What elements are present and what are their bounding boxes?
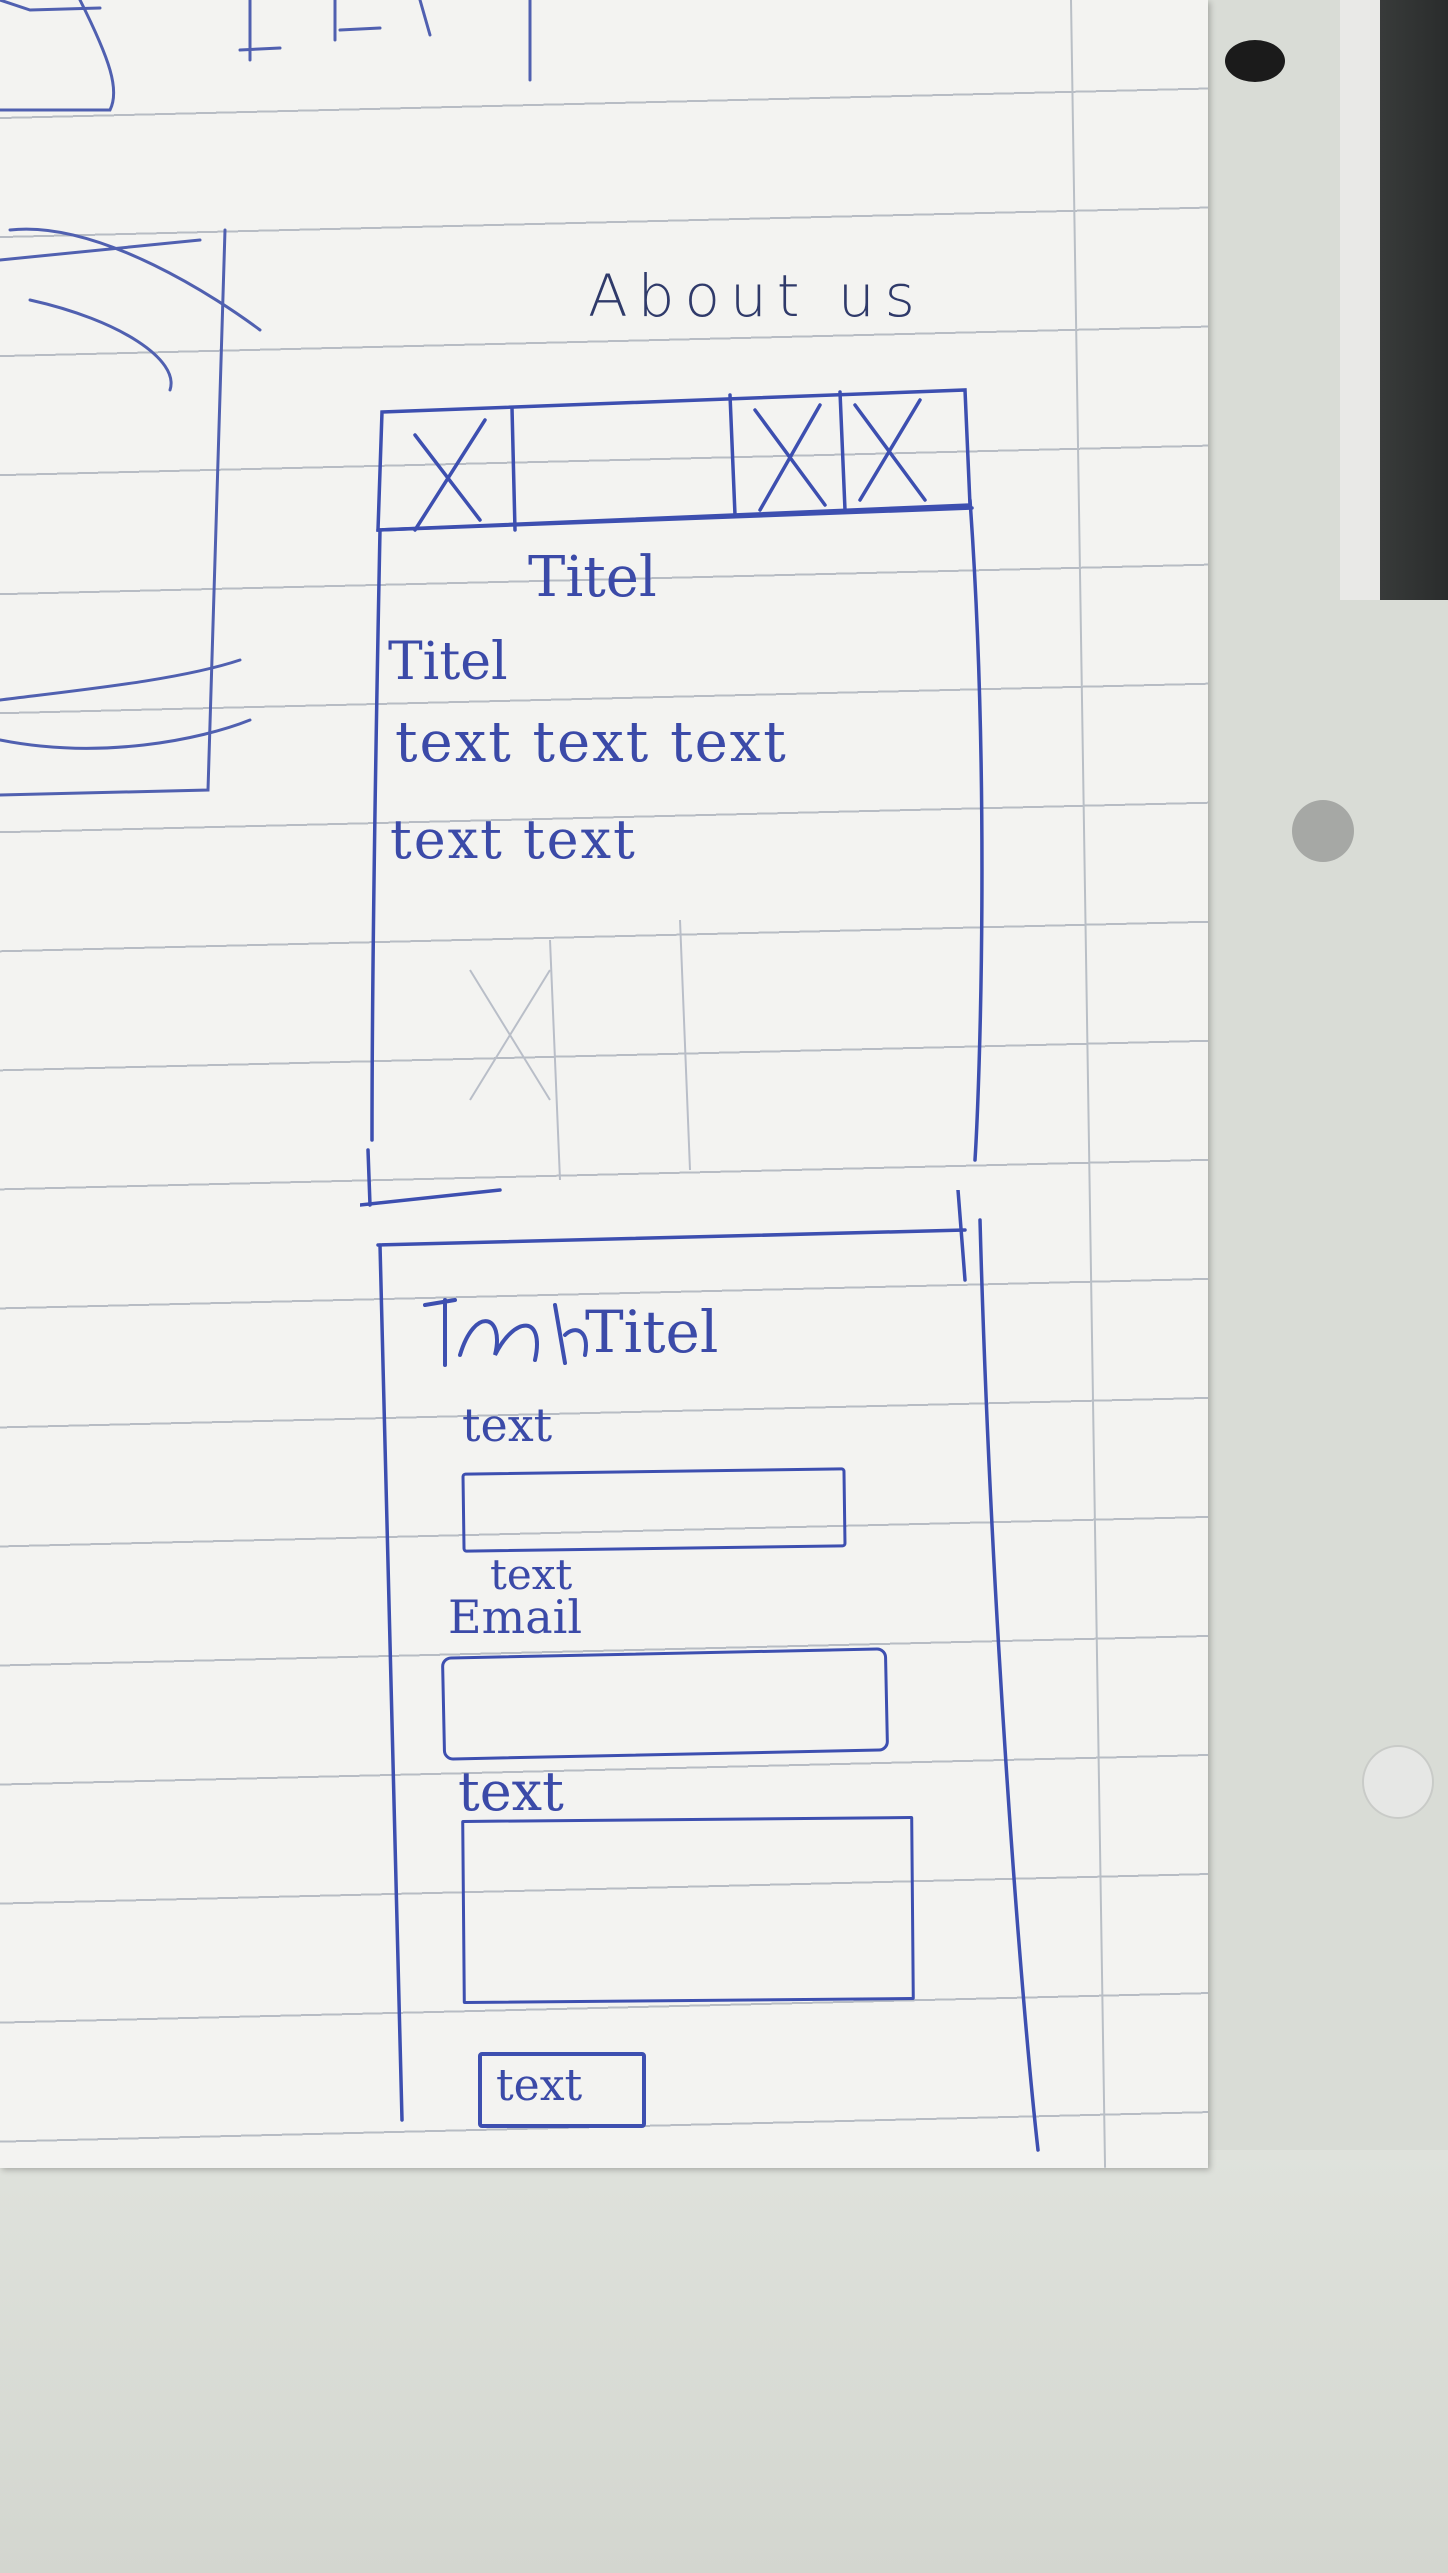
- field-1-input[interactable]: [461, 1467, 847, 1553]
- field-2-label-note: text: [490, 1550, 573, 1599]
- punch-hole-middle: [1292, 800, 1354, 862]
- scribbled-out-word: [423, 1298, 588, 1367]
- submit-button[interactable]: text: [478, 2052, 646, 2128]
- submit-button-label: text: [496, 2060, 583, 2111]
- image-placeholder-x: [413, 398, 927, 532]
- field-3-textarea[interactable]: [461, 1816, 915, 2004]
- dark-edge: [1370, 0, 1448, 600]
- about-card-frame: [360, 388, 984, 1207]
- page-heading: About us: [588, 262, 925, 330]
- about-card-center-title: Titel: [528, 545, 657, 610]
- punch-hole-bottom: [1362, 1745, 1434, 1819]
- about-card-subtitle: Titel: [388, 632, 508, 692]
- field-2-label: Email: [448, 1590, 583, 1644]
- contact-form-frame: [376, 1190, 1040, 2152]
- field-1-label: text: [462, 1398, 553, 1452]
- notebook-paper: About us Titel Titel text text text text…: [0, 0, 1434, 2168]
- field-2-input[interactable]: [440, 1647, 890, 1761]
- field-3-label: text: [458, 1760, 564, 1823]
- desk-background: [0, 2150, 1448, 2573]
- about-card-text-line-2: text text: [390, 808, 637, 871]
- torn-paper-edge: [1340, 0, 1380, 600]
- punch-hole-top: [1225, 40, 1285, 82]
- about-card-text-line-1: text text text: [395, 710, 788, 775]
- contact-form-title: Titel: [585, 1298, 719, 1366]
- previous-sketch-fragment: [0, 0, 532, 797]
